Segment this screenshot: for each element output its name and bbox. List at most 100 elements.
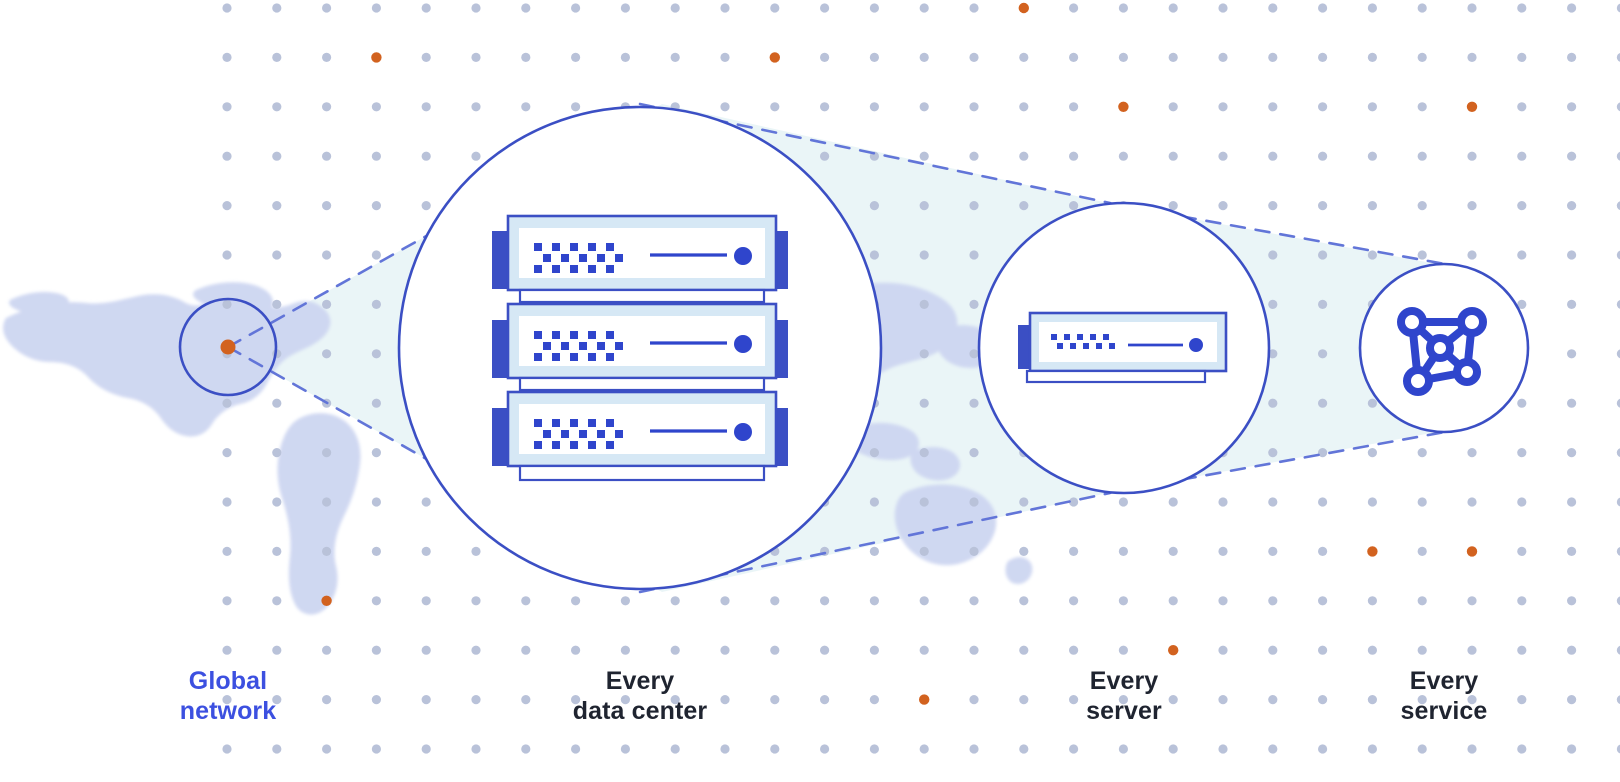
grid-dot — [919, 201, 929, 211]
grid-dot — [1567, 3, 1577, 13]
grid-dot — [1118, 151, 1128, 161]
grid-dot — [1567, 398, 1577, 408]
grid-dot — [421, 497, 431, 507]
grid-dot — [1019, 201, 1029, 211]
grid-dot — [1616, 547, 1620, 556]
grid-dot — [272, 744, 282, 754]
grid-dot — [1616, 3, 1620, 13]
grid-dot — [670, 695, 680, 705]
grid-dot — [620, 695, 631, 705]
grid-dot — [322, 744, 332, 754]
grid-dot — [1517, 52, 1527, 63]
network-nodes-icon — [1397, 307, 1487, 396]
grid-dot — [1616, 497, 1620, 507]
grid-dot — [371, 695, 381, 705]
grid-dot — [620, 3, 631, 13]
grid-dot — [421, 102, 431, 112]
grid-dot — [1567, 349, 1577, 359]
grid-dot — [322, 3, 332, 13]
grid-dot — [1367, 695, 1377, 705]
grid-dot — [1517, 448, 1527, 458]
grid-dot — [1019, 546, 1029, 557]
grid-dot — [770, 645, 780, 655]
grid-dot — [521, 645, 531, 655]
grid-dot — [1019, 52, 1029, 63]
grid-dot — [322, 349, 332, 359]
grid-dot — [869, 102, 880, 112]
grid-dot — [720, 3, 730, 13]
grid-dot — [1268, 52, 1278, 63]
grid-dot — [1616, 300, 1620, 309]
label-line-2: server — [1086, 697, 1162, 725]
grid-dot — [969, 596, 979, 606]
grid-dot — [1616, 695, 1620, 704]
label-line-2: network — [179, 697, 277, 725]
label-line-2: data center — [572, 697, 708, 725]
grid-dot — [1417, 3, 1427, 13]
grid-dot — [670, 52, 680, 63]
grid-dot — [820, 695, 830, 705]
grid-dot — [720, 102, 730, 112]
grid-dot — [1268, 398, 1278, 408]
grid-dot — [272, 250, 282, 260]
grid-dot — [1567, 695, 1577, 705]
grid-dot — [222, 695, 232, 705]
grid-dot — [272, 151, 282, 161]
grid-dot — [1218, 645, 1228, 655]
grid-dot — [1019, 497, 1029, 507]
grid-dot — [1517, 299, 1527, 309]
grid-dot — [869, 3, 880, 13]
grid-dot — [272, 695, 282, 705]
grid-dot — [1268, 151, 1278, 161]
grid-dot — [919, 398, 929, 408]
grid-dot — [1467, 201, 1477, 211]
grid-dot — [1318, 546, 1328, 557]
grid-dot-highlight — [371, 52, 382, 63]
grid-dot — [1517, 695, 1527, 705]
grid-dot — [1567, 102, 1577, 112]
grid-dot — [1318, 250, 1328, 260]
grid-dot — [222, 151, 232, 161]
grid-dot — [272, 3, 282, 13]
grid-dot — [1616, 53, 1620, 62]
grid-dot — [1218, 497, 1228, 507]
grid-dot — [1467, 52, 1477, 63]
grid-dot — [919, 546, 929, 557]
grid-dot — [272, 299, 282, 309]
grid-dot — [1467, 250, 1477, 260]
grid-dot — [1616, 645, 1620, 655]
grid-dot — [1268, 102, 1278, 112]
grid-dot — [1367, 52, 1377, 63]
grid-dot — [1118, 546, 1128, 557]
grid-dot — [969, 398, 979, 408]
grid-dot — [222, 497, 232, 507]
grid-dot — [969, 497, 979, 507]
grid-dot — [1318, 349, 1328, 359]
grid-dot-highlight — [1118, 101, 1129, 113]
network-nodes — [1397, 307, 1487, 396]
grid-dot — [322, 299, 332, 309]
grid-dot — [770, 744, 780, 754]
grid-dot — [1567, 52, 1577, 63]
grid-dot — [1616, 596, 1620, 606]
grid-dot — [322, 645, 332, 655]
grid-dot — [521, 695, 531, 705]
grid-dot — [1168, 151, 1178, 161]
grid-dot — [1069, 151, 1079, 161]
grid-dot — [222, 201, 232, 211]
rack-connector — [518, 376, 766, 392]
grid-dot — [1069, 546, 1079, 557]
grid-dot — [571, 52, 581, 63]
grid-dot — [471, 645, 481, 655]
grid-dot — [1567, 546, 1577, 557]
grid-dot — [1616, 398, 1620, 408]
grid-dot — [322, 250, 332, 260]
grid-dot — [371, 299, 381, 309]
grid-dot — [1118, 744, 1128, 754]
grid-dot — [1218, 201, 1228, 211]
grid-dot — [1417, 102, 1427, 112]
grid-dot — [1517, 497, 1527, 507]
